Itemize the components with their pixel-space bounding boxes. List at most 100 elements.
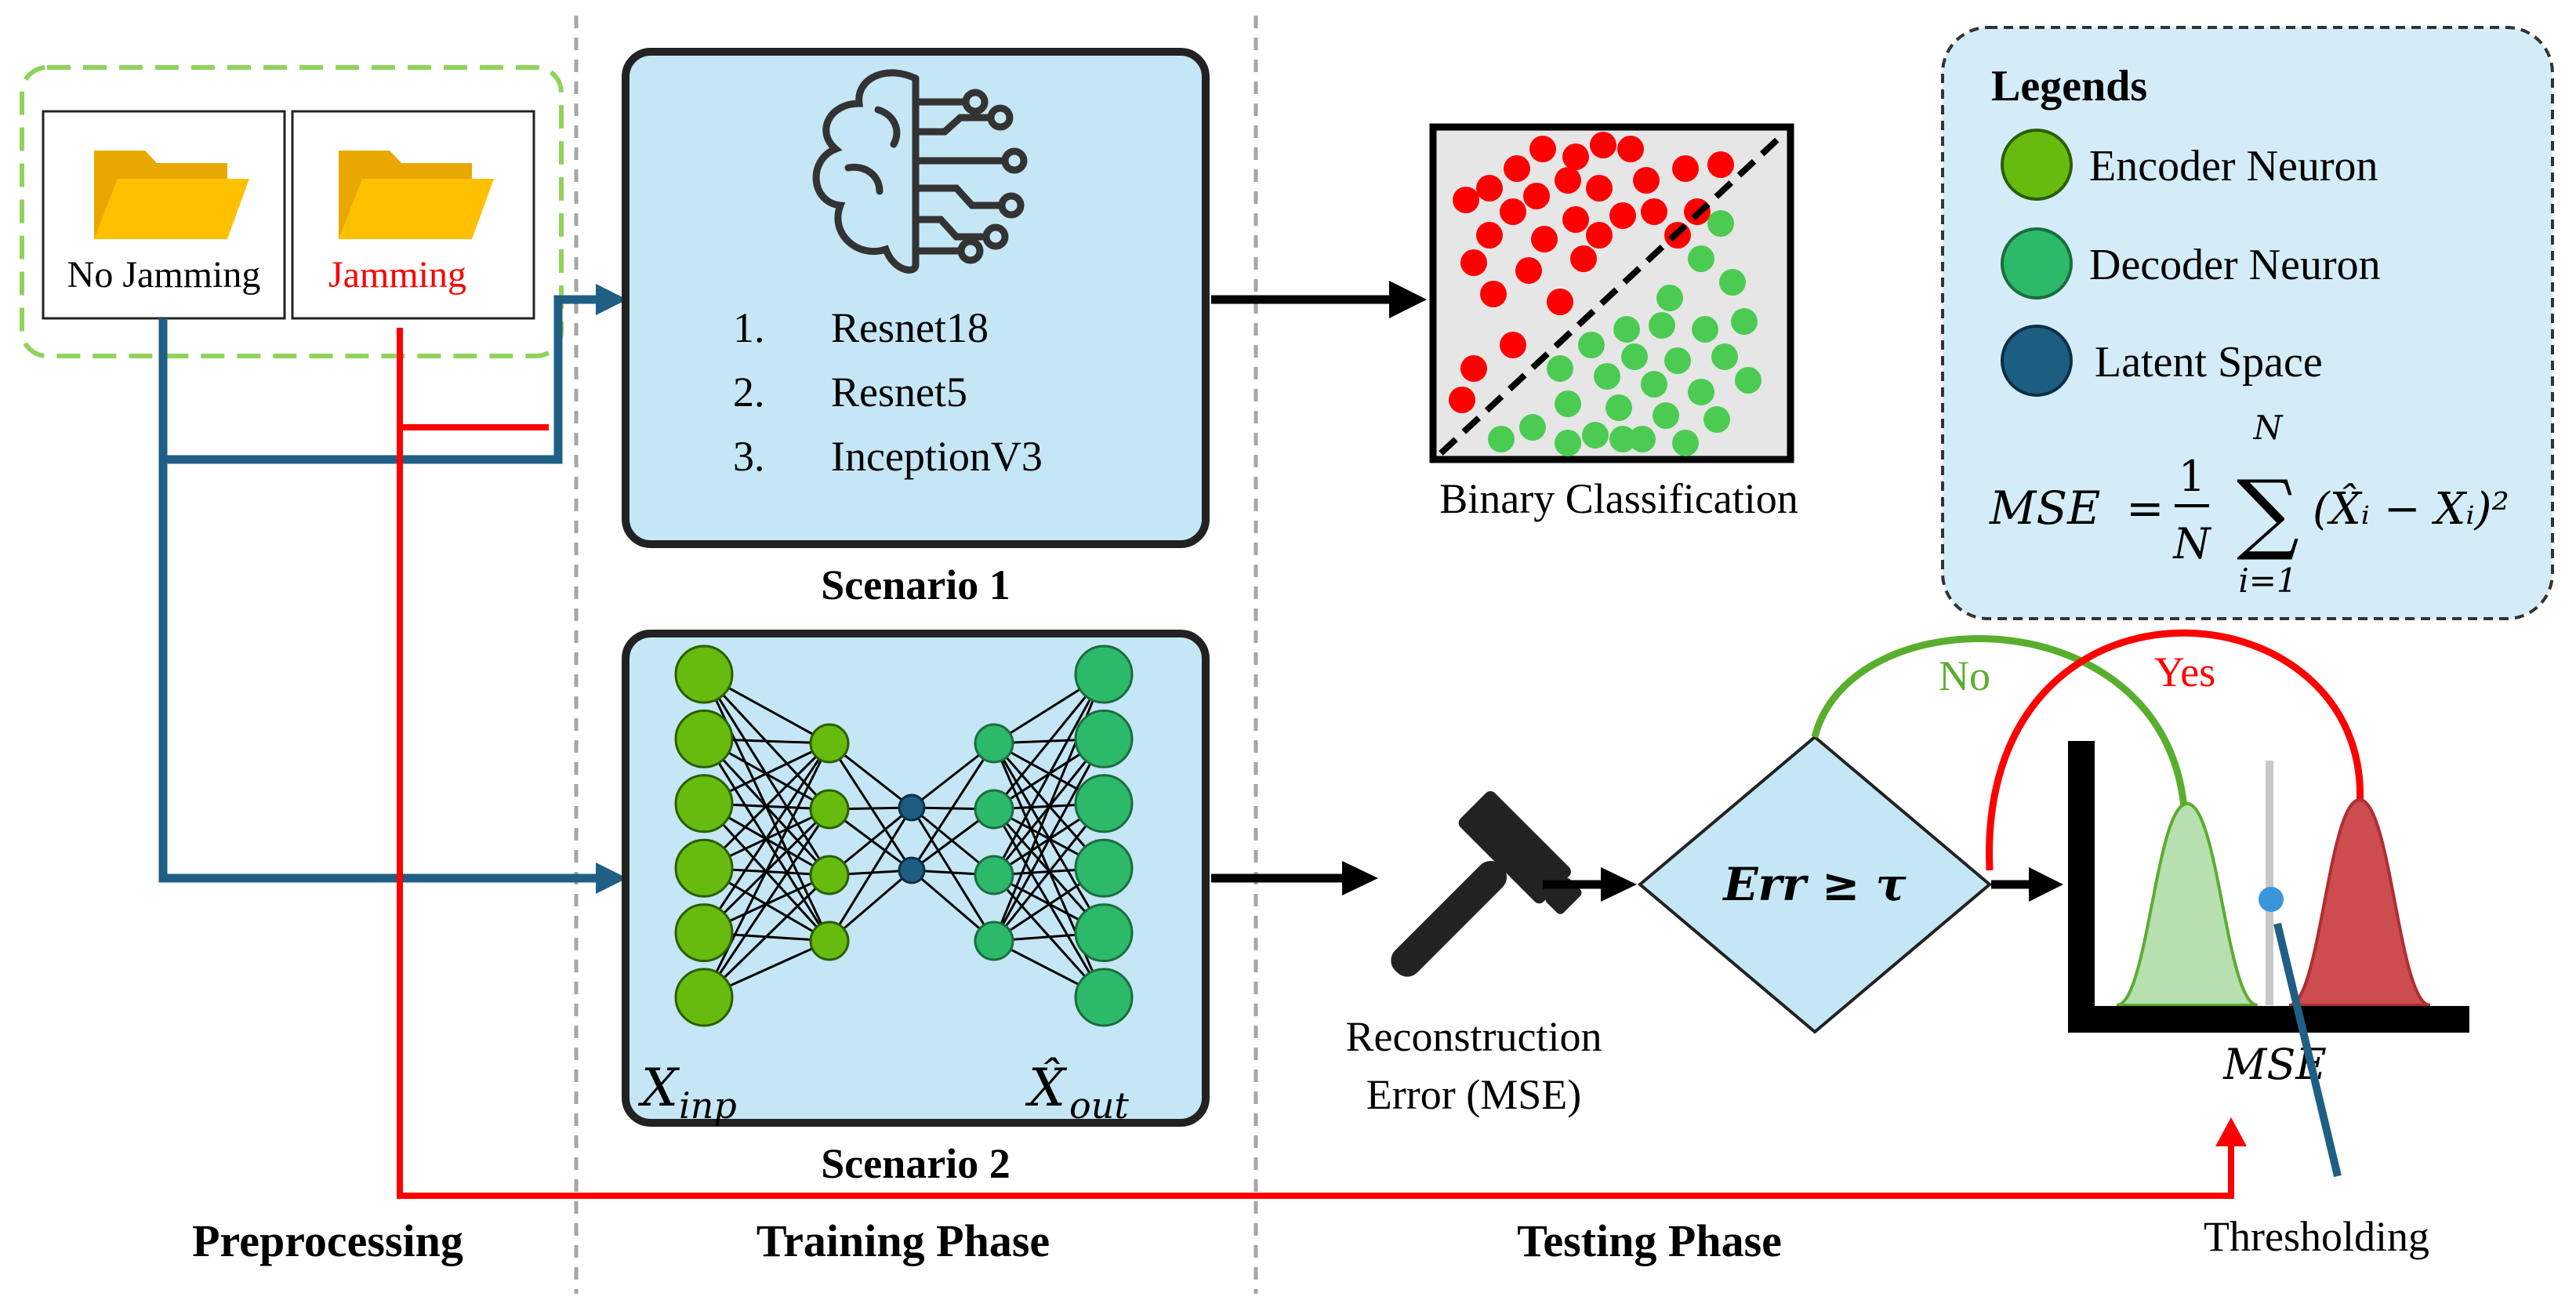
red-point (1531, 226, 1558, 252)
phase-label-preprocessing: Preprocessing (192, 1215, 463, 1266)
model-name-resnet5: Resnet5 (831, 369, 967, 416)
arrowhead-threshold-plot (2029, 867, 2063, 902)
phase-label-training: Training Phase (756, 1215, 1050, 1266)
encoder-neuron (674, 709, 734, 768)
red-point (1672, 155, 1699, 182)
latent-neuron (898, 856, 926, 884)
network-edge (992, 738, 1105, 942)
green-point (1629, 426, 1656, 452)
decoder-neuron (974, 789, 1014, 830)
decision-yes-label: Yes (2154, 648, 2216, 695)
network-edge (702, 742, 831, 870)
decision-condition: Err ≥ τ (1722, 858, 1907, 911)
decoder-neuron (974, 723, 1014, 764)
decoder-neuron (1074, 838, 1134, 898)
legend-box (1941, 26, 2554, 620)
green-point (1719, 269, 1746, 296)
green-point (1672, 430, 1699, 456)
decoder-neuron (1074, 645, 1134, 704)
green-point (1731, 308, 1758, 335)
formula-denominator: N (2171, 519, 2211, 568)
network-edge (992, 674, 1105, 876)
arrowhead-scenario2 (596, 862, 627, 894)
folder-no-jamming[interactable]: No Jamming (42, 110, 286, 320)
formula-lhs: MSE (1989, 481, 2100, 535)
red-point (1590, 132, 1616, 158)
reconstruction-line1: Reconstruction (1346, 1013, 1602, 1060)
legend-title: Legends (1991, 62, 2147, 111)
no-arc (1811, 635, 2188, 808)
red-point (1476, 175, 1503, 202)
network-edge (910, 807, 996, 942)
network-edge (828, 807, 913, 942)
phase-label-testing: Testing Phase (1517, 1215, 1782, 1266)
folder-label-no-jamming: No Jamming (67, 254, 261, 296)
red-point (1500, 332, 1526, 358)
input-symbol: X (637, 1058, 680, 1118)
red-point (1562, 143, 1589, 170)
scenario1-label: Scenario 1 (821, 561, 1010, 608)
encoder-neuron (674, 968, 734, 1027)
binary-classification-plot (1429, 123, 1794, 463)
red-point (1641, 198, 1667, 225)
no-jamming-distribution (2116, 801, 2259, 1007)
mse-formula: MSE = 1 N N ∑ i=1 (X̂ᵢ − Xᵢ)² (1989, 409, 2509, 600)
model-number-3: 3. (733, 433, 765, 480)
decoder-neuron (1074, 903, 1134, 963)
mse-distribution-plot (2068, 741, 2469, 1033)
jamming-flow-arrows (397, 328, 2234, 1199)
binary-classification-label: Binary Classification (1439, 475, 1798, 522)
legend-label-encoder: Encoder Neuron (2089, 142, 2378, 191)
formula-equals: = (2126, 481, 2164, 535)
red-point (1617, 136, 1644, 162)
formula-term: (X̂ᵢ − Xᵢ)² (2313, 482, 2509, 535)
folder-icon (339, 151, 494, 239)
red-point (1707, 151, 1734, 178)
formula-sigma: ∑ (2237, 462, 2299, 564)
decoder-neuron (974, 855, 1014, 895)
red-point (1515, 257, 1542, 284)
decoder-neuron-swatch (2001, 227, 2073, 300)
green-point (1555, 430, 1581, 456)
network-edge (702, 743, 831, 934)
folder-jamming[interactable]: Jamming (291, 110, 535, 320)
green-point (1613, 316, 1640, 343)
threshold-point (2259, 887, 2284, 912)
decision-no-label: No (1939, 652, 1990, 699)
model-name-resnet18: Resnet18 (831, 304, 989, 351)
encoder-neuron (674, 903, 734, 963)
green-point (1609, 426, 1636, 452)
legend-label-latent: Latent Space (2095, 338, 2323, 387)
latent-space-swatch (2001, 325, 2073, 397)
green-point (1688, 245, 1714, 272)
red-point (1504, 155, 1530, 182)
encoder-neuron (809, 921, 850, 961)
red-point (1633, 167, 1660, 194)
formula-sum-bottom: i=1 (2238, 561, 2297, 600)
legend-label-decoder: Decoder Neuron (2089, 241, 2381, 289)
green-point (1621, 343, 1648, 370)
red-point (1449, 387, 1475, 413)
green-point (1555, 390, 1581, 417)
network-edge (702, 743, 831, 998)
encoder-neuron (674, 774, 734, 833)
green-point (1707, 210, 1734, 237)
brain-circuit-icon (812, 69, 1028, 274)
green-point (1688, 379, 1714, 405)
dataset-group-dashed-box (20, 65, 564, 358)
output-subscript: out (1069, 1084, 1129, 1127)
model-list: 1. Resnet18 2. Resnet5 3. InceptionV3 (733, 304, 1043, 480)
green-point (1735, 367, 1761, 394)
decoder-neuron (1074, 774, 1134, 833)
red-point (1480, 281, 1507, 307)
red-point (1523, 183, 1550, 209)
legend-item-decoder: Decoder Neuron (2001, 227, 2381, 300)
model-number-1: 1. (733, 304, 765, 351)
decoder-neuron (974, 921, 1014, 961)
thresholding-pointer (2273, 922, 2342, 1178)
green-point (1641, 371, 1667, 398)
network-edge (828, 743, 913, 871)
autoencoder-output-label: X̂ out (1025, 1058, 1129, 1127)
formula-numerator: 1 (2179, 452, 2205, 501)
